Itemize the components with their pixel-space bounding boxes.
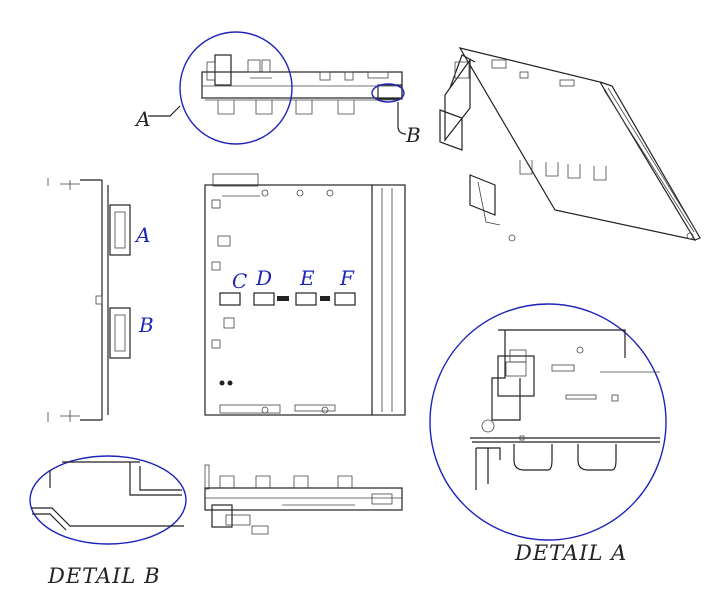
connector-e: E (299, 266, 315, 290)
detail-a-circle (179, 31, 293, 145)
bottom-view (204, 464, 403, 535)
callout-b: B (405, 123, 421, 147)
detail-a-large-circle (429, 303, 667, 541)
detail-a-title: DETAIL A (514, 541, 627, 565)
connector-c: C (232, 269, 247, 293)
side-connector-a: A (134, 223, 150, 247)
detail-a: DETAIL A (429, 303, 667, 565)
connector-row (219, 292, 356, 306)
detail-b: DETAIL B (29, 455, 187, 588)
isometric-view (439, 47, 701, 242)
connector-f: F (339, 266, 355, 290)
side-view: A B (47, 178, 154, 422)
detail-b-ellipse (29, 455, 187, 545)
side-connector-b: B (138, 313, 154, 337)
detail-b-marker (371, 83, 405, 103)
callout-a: A (134, 107, 150, 131)
top-view: A B (134, 31, 421, 147)
connector-d: D (255, 266, 272, 290)
front-view: C D E F (204, 173, 406, 416)
detail-b-title: DETAIL B (47, 564, 161, 588)
